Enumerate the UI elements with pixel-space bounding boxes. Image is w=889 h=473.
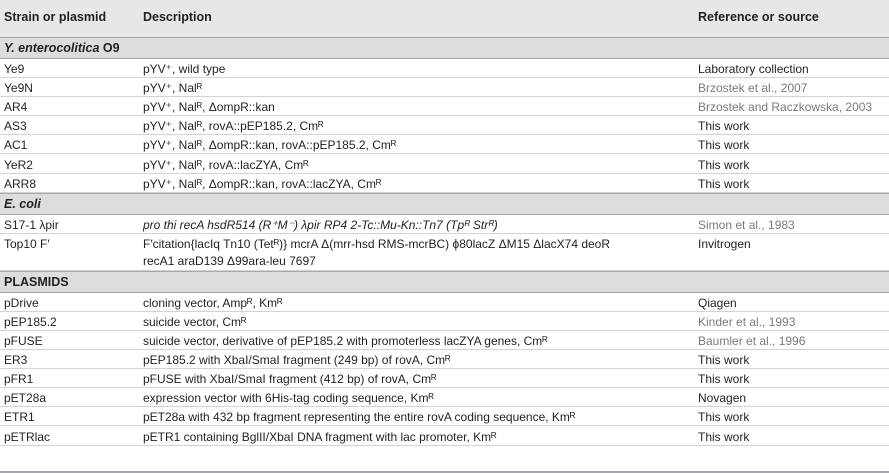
header-strain: Strain or plasmid	[4, 10, 107, 24]
description: suicide vector, Cmᴿ	[143, 314, 247, 329]
table-row: ETR1 pET28a with 432 bp fragment represen…	[0, 407, 889, 427]
strain-name: ER3	[4, 353, 28, 368]
strain-name: pFUSE	[4, 334, 43, 348]
table-row: pDrive cloning vector, Ampᴿ, Kmᴿ Qiagen	[0, 293, 889, 312]
section-header: Y. enterocolitica O9	[0, 37, 889, 59]
table-row: Ye9N pYV⁺, Nalᴿ Brzostek et al., 2007	[0, 78, 889, 98]
reference: Novagen	[698, 391, 747, 406]
table-row: ER3 pEP185.2 with XbaI/SmaI fragment (249…	[0, 350, 889, 370]
table-row: AS3 pYV⁺, Nalᴿ, rovA::pEP185.2, Cmᴿ This w…	[0, 116, 889, 136]
reference: This work	[698, 138, 750, 153]
table-row: AR4 pYV⁺, Nalᴿ, ΔompR::kan Brzostek and Ra…	[0, 97, 889, 117]
reference: Qiagen	[698, 295, 737, 310]
description: pEP185.2 with XbaI/SmaI fragment (249 bp…	[143, 353, 451, 368]
strain-name: Ye9N	[4, 81, 33, 96]
section-header: PLASMIDS	[0, 270, 889, 293]
reference-link: Brzostek et al., 2007	[698, 81, 808, 96]
reference-link: Simon et al., 1983	[698, 217, 795, 232]
table-row: pFR1 pFUSE with XbaI/SmaI fragment (412 b…	[0, 369, 889, 389]
table-row: Ye9 pYV⁺, wild type Laboratory collection	[0, 59, 889, 79]
description: pFUSE with XbaI/SmaI fragment (412 bp) o…	[143, 372, 437, 387]
table-header: Strain or plasmid Description Reference …	[0, 0, 889, 38]
reference: This work	[698, 410, 750, 425]
strain-name: AS3	[4, 119, 27, 134]
description: expression vector with 6His-tag coding s…	[143, 391, 434, 406]
section-header: E. coli	[0, 192, 889, 215]
table-row: pETRlac pETR1 containing BglII/XbaI DNA f…	[0, 427, 889, 446]
section-title: Y. enterocolitica O9	[4, 41, 120, 55]
strain-name: AC1	[4, 138, 28, 153]
description: suicide vector, derivative of pEP185.2 w…	[143, 334, 548, 348]
strain-name: S17-1 λpir	[4, 217, 59, 232]
description: cloning vector, Ampᴿ, Kmᴿ	[143, 295, 283, 310]
reference: This work	[698, 157, 750, 172]
strain-name: Top10 F′	[4, 236, 50, 251]
table-row: YeR2 pYV⁺, Nalᴿ, rovA::lacZYA, Cmᴿ This wo…	[0, 155, 889, 174]
strain-name: YeR2	[4, 157, 33, 172]
table-row: Top10 F′ F′citation{lacIq Tn10 (Tetᴿ)} mc…	[0, 234, 889, 271]
table-row: ARR8 pYV⁺, Nalᴿ, ΔompR::kan, rovA::lacZYA…	[0, 174, 889, 193]
reference: Laboratory collection	[698, 62, 809, 76]
description: pYV⁺, Nalᴿ, rovA::lacZYA, Cmᴿ	[143, 157, 309, 172]
description: pYV⁺, Nalᴿ, ΔompR::kan, rovA::lacZYA, Cm…	[143, 176, 382, 191]
reference: This work	[698, 429, 750, 444]
description: pYV⁺, Nalᴿ, ΔompR::kan	[143, 100, 275, 115]
table-row: pEP185.2 suicide vector, Cmᴿ Kinder et al.…	[0, 312, 889, 331]
section-title: E. coli	[4, 196, 41, 211]
strain-name: ARR8	[4, 176, 37, 191]
strain-name: pEP185.2	[4, 314, 57, 329]
description: pET28a with 432 bp fragment representing…	[143, 410, 576, 425]
description: pETR1 containing BglII/XbaI DNA fragment…	[143, 429, 497, 444]
strain-name: pDrive	[4, 295, 39, 310]
description: pro thi recA hsdR514 (R⁺M⁻) λpir RP4 2-T…	[143, 217, 498, 232]
reference: This work	[698, 372, 750, 387]
header-reference: Reference or source	[698, 10, 819, 24]
table-row: AC1 pYV⁺, Nalᴿ, ΔompR::kan, rovA::pEP185.…	[0, 135, 889, 155]
reference-link: Brzostek and Raczkowska, 2003	[698, 100, 873, 115]
description: pYV⁺, Nalᴿ	[143, 81, 203, 96]
header-description: Description	[143, 10, 212, 24]
description-line-2: recA1 araD139 Δ99ara-leu 7697	[143, 253, 316, 268]
strain-name: pETRlac	[4, 429, 51, 444]
description: pYV⁺, Nalᴿ, rovA::pEP185.2, Cmᴿ	[143, 119, 324, 134]
table-row: pET28a expression vector with 6His-tag co…	[0, 388, 889, 408]
strain-name: pFR1	[4, 372, 34, 387]
reference: This work	[698, 176, 750, 191]
table-bottom-rule	[0, 471, 889, 473]
reference-link: Baumler et al., 1996	[698, 334, 806, 348]
description: pYV⁺, wild type	[143, 62, 226, 76]
table-row: pFUSE suicide vector, derivative of pEP18…	[0, 331, 889, 351]
reference: Invitrogen	[698, 236, 751, 251]
reference-link: Kinder et al., 1993	[698, 314, 796, 329]
strain-name: Ye9	[4, 62, 25, 76]
section-title: PLASMIDS	[4, 274, 69, 289]
strain-name: AR4	[4, 100, 28, 115]
strain-name: pET28a	[4, 391, 47, 406]
description: F′citation{lacIq Tn10 (Tetᴿ)} mcrA Δ(mrr…	[143, 236, 611, 251]
table-row: S17-1 λpir pro thi recA hsdR514 (R⁺M⁻) λp…	[0, 215, 889, 234]
reference: This work	[698, 353, 750, 368]
strain-name: ETR1	[4, 410, 35, 425]
reference: This work	[698, 119, 750, 134]
description: pYV⁺, Nalᴿ, ΔompR::kan, rovA::pEP185.2, …	[143, 138, 397, 153]
